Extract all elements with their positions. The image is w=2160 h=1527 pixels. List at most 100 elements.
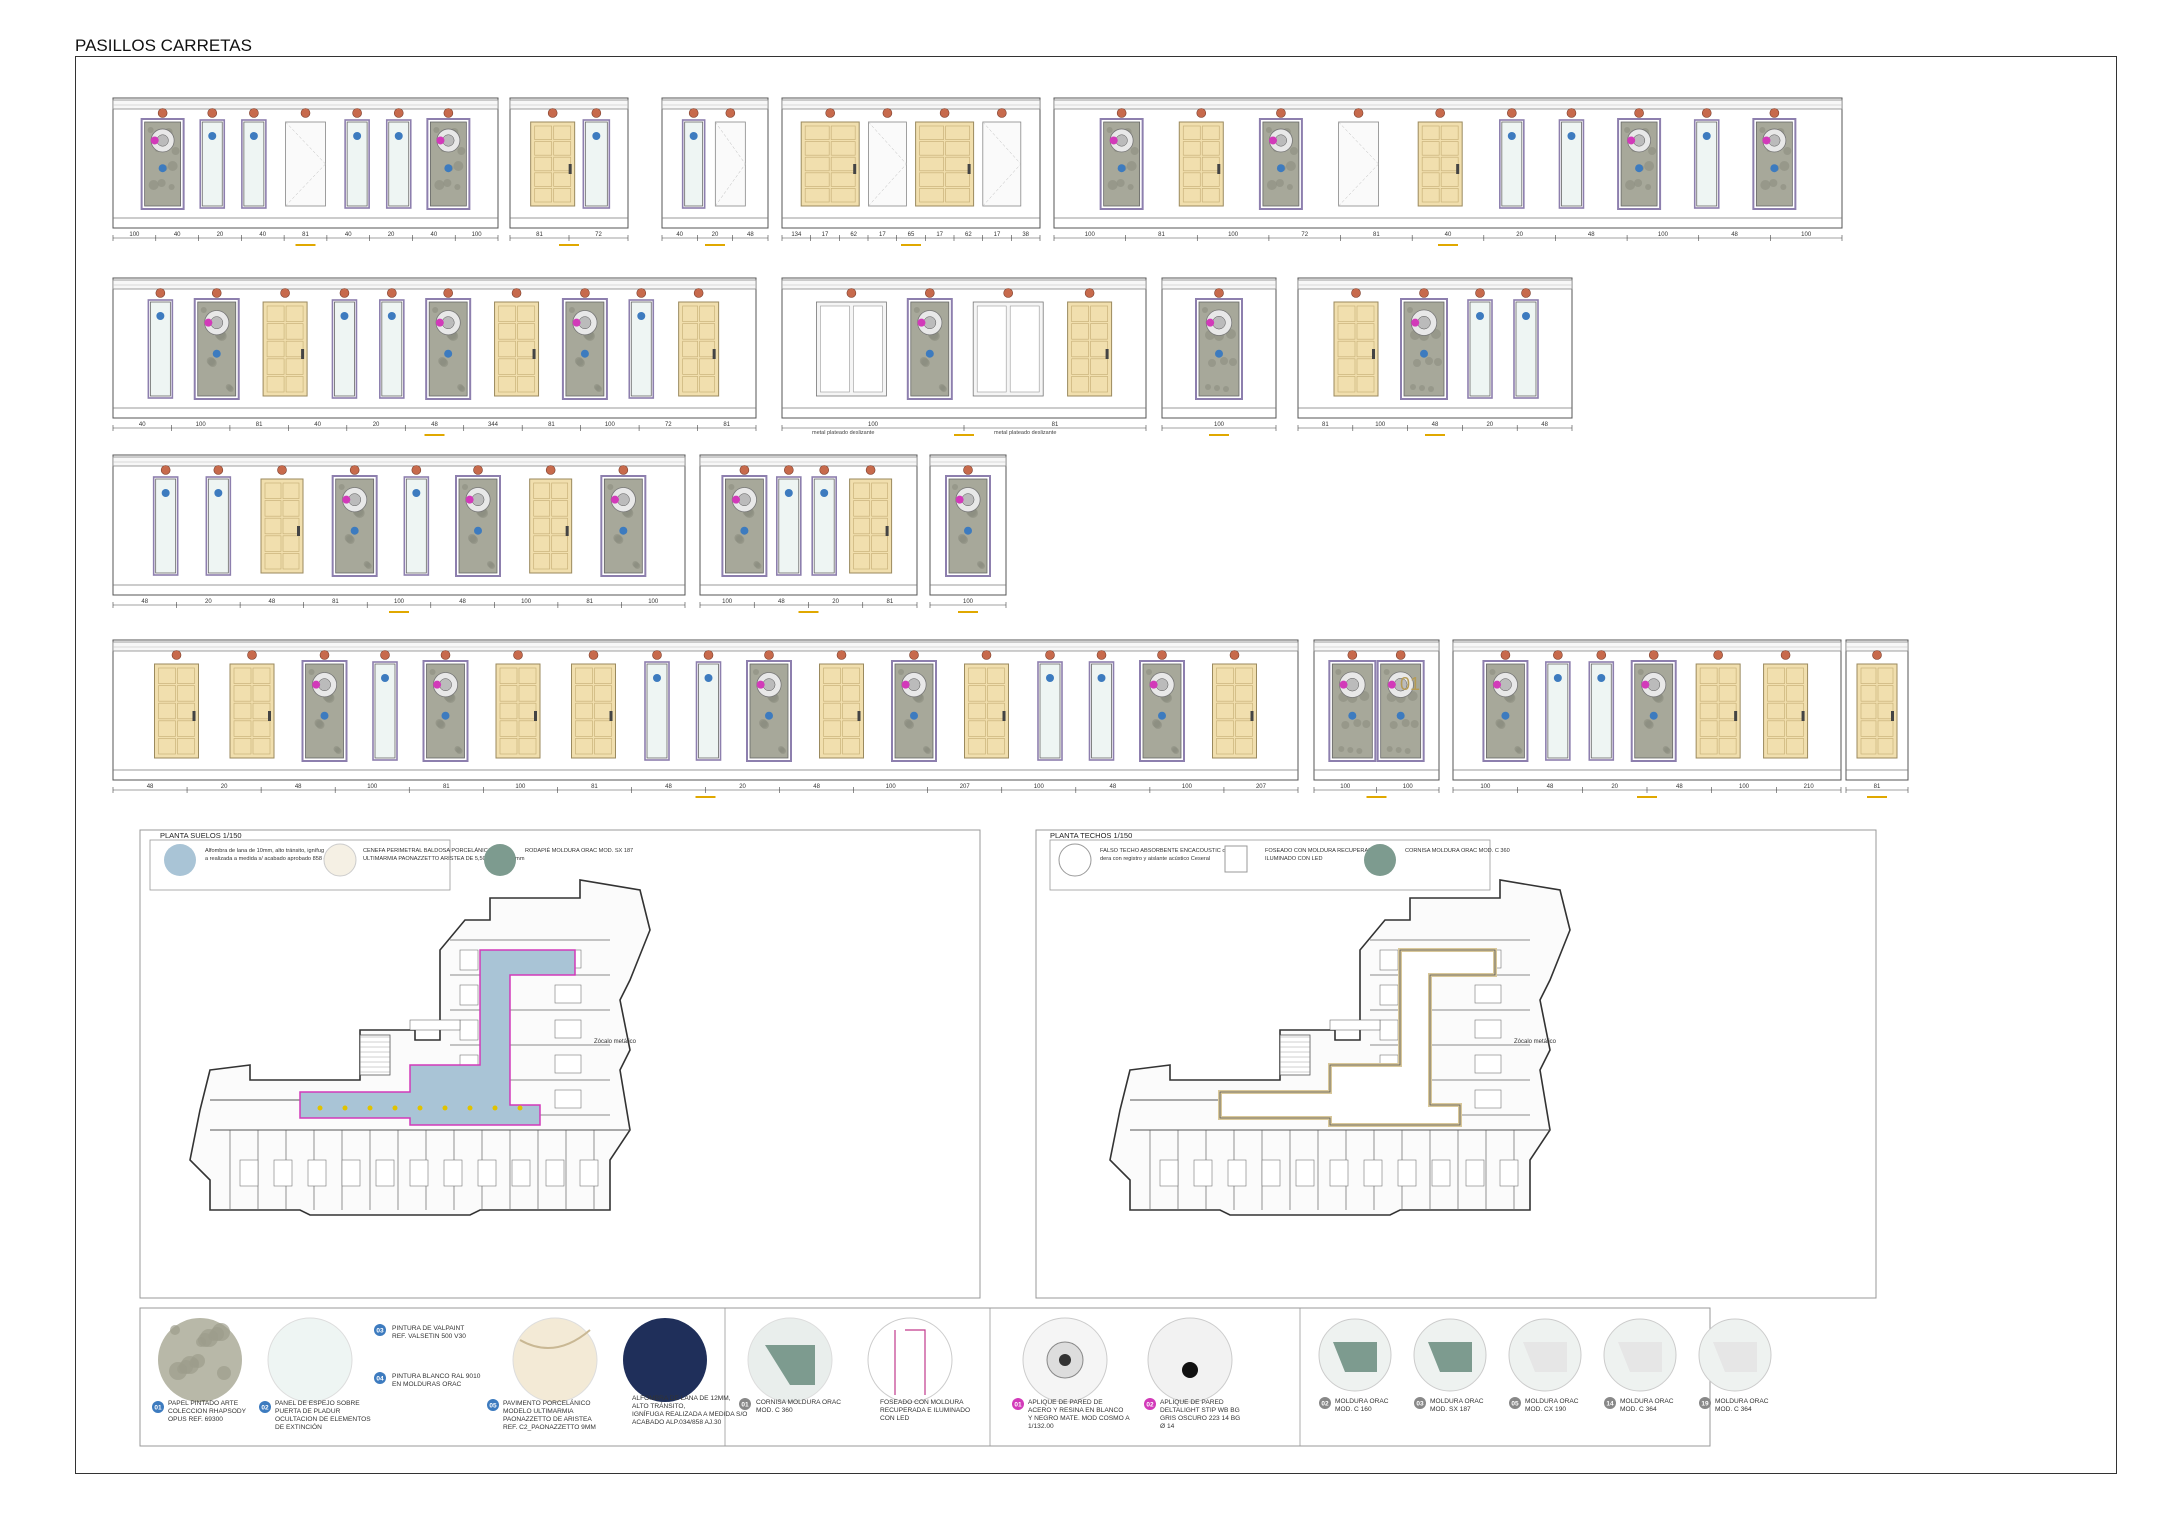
- wallpaper-pattern: [977, 561, 983, 567]
- door-raised-panel: [1877, 667, 1894, 684]
- door-raised-panel: [1216, 720, 1234, 737]
- wall-light-core: [210, 316, 224, 330]
- finish-badge-icon: [394, 132, 403, 140]
- dimension-label: 100: [1480, 784, 1491, 790]
- door-raised-panel: [498, 376, 516, 393]
- material-text-wallpaper: OPUS REF. 69300: [168, 1416, 223, 1423]
- section-marker: [958, 611, 978, 613]
- door-swing-line: [715, 163, 746, 207]
- wallpaper-pattern: [168, 184, 175, 190]
- door-handle-icon: [885, 526, 889, 536]
- finish-badge-icon: [765, 711, 773, 720]
- sliding-leaf: [820, 305, 850, 393]
- ceiling-light-icon: [591, 108, 602, 118]
- door-raised-panel: [1356, 305, 1375, 322]
- material-text-carpet: IGNÍFUGA REALIZADA A MEDIDA S/O: [632, 1409, 747, 1418]
- light-badge-icon: [901, 680, 910, 689]
- wallpaper-pattern: [1401, 719, 1410, 727]
- wallpaper-pattern: [1489, 669, 1496, 675]
- ceiling-light-icon: [443, 108, 454, 118]
- dimension-label: 20: [1516, 232, 1523, 238]
- material-number: 05: [489, 1402, 497, 1409]
- dimension-label: 207: [960, 784, 971, 790]
- wall-light-core: [1059, 1354, 1071, 1366]
- door-raised-panel: [1718, 738, 1737, 755]
- dimension-label: 48: [778, 599, 785, 605]
- sliding-leaf: [976, 305, 1007, 393]
- wallpaper-pattern: [1146, 669, 1152, 675]
- door-raised-panel: [842, 667, 860, 684]
- door-handle-icon: [565, 526, 569, 536]
- ceiling-light-icon: [703, 650, 714, 660]
- legend-ceiling-swatch: [1058, 843, 1092, 877]
- wallpaper-pattern: [734, 534, 743, 542]
- door-raised-panel: [158, 720, 176, 737]
- finish-badge-icon: [1215, 349, 1223, 358]
- wallpaper-pattern: [1428, 386, 1434, 392]
- door-raised-panel: [823, 702, 841, 720]
- door-raised-panel: [1182, 141, 1201, 156]
- wallpaper-pattern: [462, 484, 468, 490]
- door-raised-panel: [517, 376, 535, 393]
- wallpaper-pattern: [147, 127, 154, 133]
- bed-icon: [1397, 1159, 1417, 1187]
- material-text-porcelain: PAVIMENTO PORCELÁNICO: [503, 1398, 591, 1407]
- finish-badge-icon: [1117, 164, 1126, 173]
- wall-light-core: [439, 678, 452, 692]
- door-raised-panel: [517, 323, 535, 340]
- mirror-panel: [1039, 663, 1061, 759]
- door-raised-panel: [534, 156, 553, 172]
- cornice-moulding: [509, 99, 629, 110]
- door-raised-panel: [158, 685, 176, 702]
- dimension-label: 81: [591, 784, 598, 790]
- section-marker: [1425, 434, 1445, 436]
- material-number-badge: [1604, 1397, 1616, 1409]
- light-badge-icon: [436, 136, 445, 145]
- door-raised-panel: [285, 305, 304, 322]
- dimension-label: 48: [665, 784, 672, 790]
- wood-door: [571, 663, 616, 759]
- door-raised-panel: [830, 188, 856, 203]
- ceiling-light-icon: [846, 288, 857, 298]
- door-raised-panel: [830, 125, 856, 140]
- ceiling-light-icon: [739, 465, 750, 475]
- door-handle-icon: [967, 164, 971, 174]
- door-raised-panel: [264, 482, 282, 499]
- plan-floors-note: Zócalo metálico: [594, 1039, 637, 1045]
- door-raised-panel: [518, 720, 537, 737]
- door-raised-panel: [987, 685, 1005, 702]
- wallpaper-pattern: [1341, 721, 1350, 729]
- ceiling-light-icon: [1521, 288, 1531, 298]
- material-number-badge: [1509, 1397, 1521, 1409]
- ceiling-light-icon: [1634, 108, 1644, 118]
- wallpaper-pattern: [225, 384, 232, 390]
- door-raised-panel: [987, 738, 1005, 755]
- wallpaper-pattern: [1413, 359, 1421, 367]
- wall-light-core: [1212, 316, 1226, 330]
- door-raised-panel: [533, 482, 551, 499]
- legend-text-tile: CENEFA PERIMETRAL BALDOSA PORCELÁNICA: [363, 847, 492, 854]
- section-marker-icon: [417, 1105, 423, 1111]
- door-raised-panel: [804, 188, 830, 203]
- dimension-label: 72: [665, 422, 672, 428]
- wallpaper-pattern: [923, 746, 929, 752]
- door-raised-panel: [1877, 738, 1894, 755]
- bed-icon: [1261, 1159, 1281, 1187]
- ceiling-light-icon: [160, 465, 171, 475]
- wallpaper-pattern: [1662, 746, 1669, 752]
- legend-text-cornice: CORNISA MOLDURA ORAC MOD. C 360: [1405, 848, 1510, 854]
- wallpaper-pattern: [898, 669, 904, 675]
- material-text-moulding: MOD. C 364: [1620, 1406, 1657, 1413]
- finish-badge-icon: [689, 132, 698, 140]
- material-number: 05: [1511, 1400, 1519, 1407]
- light-badge-icon: [1411, 318, 1420, 327]
- section-marker: [1438, 244, 1458, 246]
- door-handle-icon: [712, 349, 716, 359]
- wall-light-core: [1499, 678, 1512, 692]
- finish-badge-icon: [444, 349, 453, 358]
- ceiling-light-icon: [693, 288, 704, 298]
- mirror-panel: [630, 301, 652, 397]
